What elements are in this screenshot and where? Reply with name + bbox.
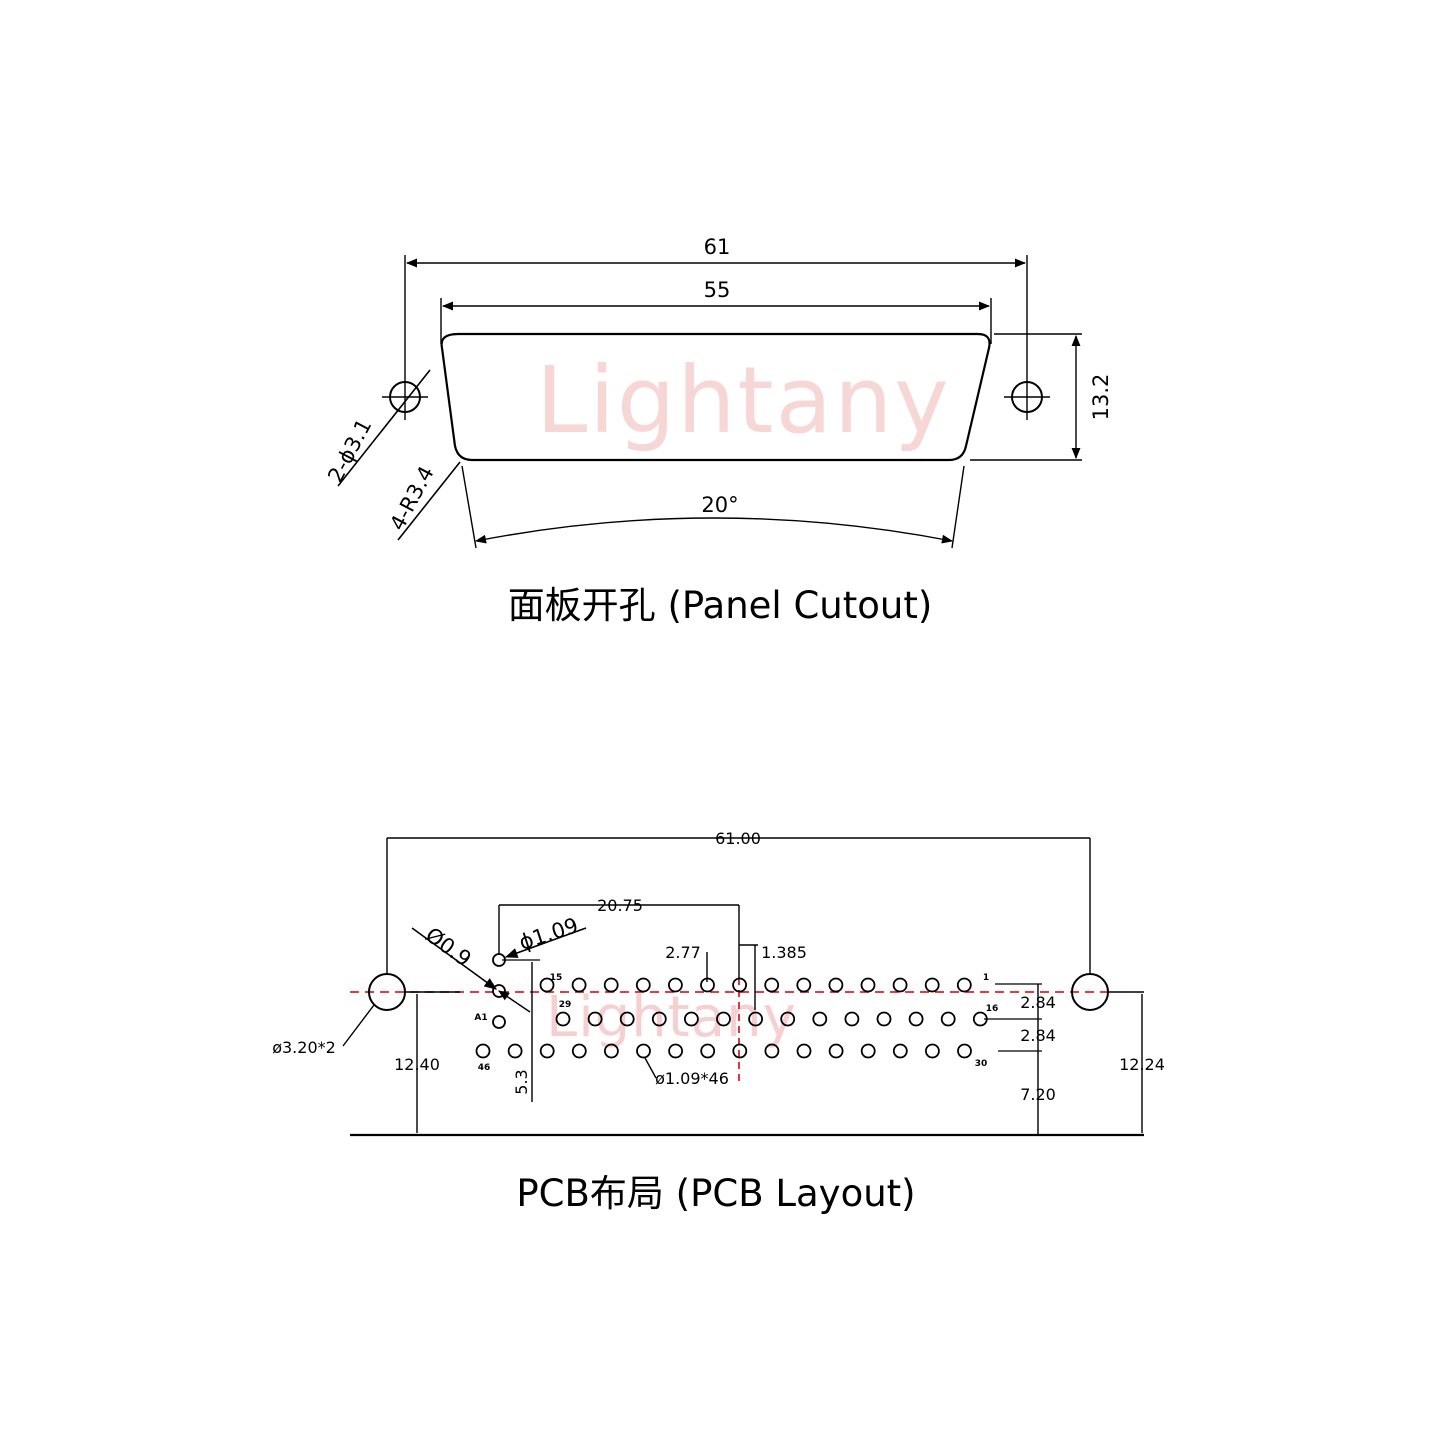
pin-hole-callout: ø1.09*46 [644,1057,729,1088]
pin-row-bottom-hole [796,1043,812,1059]
watermark-top: Lightany [536,347,951,454]
hole-1-09-callout: ϕ1.09 [504,913,587,958]
pin-row-top-hole [924,977,940,993]
dimension-20-75: 20.75 [498,896,740,978]
hole-0-9-label: Ø0.9 [421,923,476,972]
dimension-5-3: 5.3 [502,959,540,1102]
pin-row-middle-hole [908,1011,924,1027]
dimension-61: 61 [404,235,1028,374]
pin-row-middle-hole [844,1011,860,1027]
pin-row-top-hole [956,977,972,993]
dim-12-24-label: 12.24 [1119,1055,1165,1074]
pin-row-middle-hole [876,1011,892,1027]
pin-row-middle-hole [748,1011,763,1027]
dimension-12-40: 12.40 [394,991,460,1133]
dimension-61-00: 61.00 [386,829,1091,974]
pin-row-top-hole [892,977,908,993]
pin-label-15: 15 [550,973,563,983]
dim-61-00-label: 61.00 [715,829,761,848]
pin-row-bottom-hole [732,1043,748,1059]
dimension-angle-20: 20° [461,465,965,549]
pin-label-a1: A1 [474,1013,487,1023]
dimension-13-2: 13.2 [970,333,1113,461]
pin-row-bottom-hole [475,1043,491,1059]
pin-row-bottom-hole [892,1043,908,1059]
dim-12-40-label: 12.40 [394,1055,440,1074]
pin-row-middle-hole [684,1011,699,1027]
pin-label-29: 29 [559,1000,572,1010]
dim-13-2-label: 13.2 [1089,374,1113,421]
dimension-pitch: 2.77 1.385 [665,943,807,1010]
pin-row-middle-hole [651,1011,667,1027]
dim-2-84-a-label: 2.84 [1020,993,1056,1012]
dim-1-385-label: 1.385 [761,943,807,962]
panel-cutout-view: Lightany 61 55 [323,235,1113,627]
pin-row-top-hole [603,977,619,993]
pin-row-top-hole [571,977,587,993]
pin-hole-callout-label: ø1.09*46 [655,1069,729,1088]
pin-label-16: 16 [986,1004,999,1014]
panel-cutout-caption: 面板开孔 (Panel Cutout) [508,584,933,627]
pin-row-top-hole [860,977,876,993]
mounting-hole-left [382,374,428,420]
dim-20-75-label: 20.75 [597,896,643,915]
pin-row-top-hole [764,977,780,993]
pin-row-middle-hole [812,1011,828,1027]
pin-row-top-hole [635,977,651,993]
pcb-layout-caption: PCB布局 (PCB Layout) [516,1172,915,1215]
pcb-layout-view: Lightany 61.00 20.75 [272,829,1165,1215]
hole-0-9-callout: Ø0.9 [411,923,531,1013]
pin-row-bottom-hole [507,1043,523,1059]
dim-61-label: 61 [704,235,731,259]
pin-row-middle-hole [555,1011,571,1027]
pin-row-top-hole [732,977,747,993]
dim-2-77-label: 2.77 [665,943,701,962]
pin-row-top-hole [539,977,555,993]
dim-55-label: 55 [704,278,731,302]
dim-5-3-label: 5.3 [512,1069,531,1094]
hole-callout-label: 2-ϕ3.1 [323,415,376,486]
dim-7-20-label: 7.20 [1020,1085,1056,1104]
pin-row-middle-hole [940,1011,956,1027]
dim-angle-label: 20° [701,493,738,517]
mount-hole-callout-label: ø3.20*2 [272,1038,336,1057]
pin-row-middle-hole [587,1011,603,1027]
d-sub-opening [440,332,991,462]
pin-a1 [492,1015,506,1029]
pin-row-bottom-hole [925,1043,940,1059]
pin-row-bottom-hole [636,1043,651,1059]
mounting-hole-right [1004,374,1050,420]
mount-hole-callout: ø3.20*2 [272,1004,375,1057]
pin-row-bottom-hole [604,1043,619,1059]
pin-label-46: 46 [478,1063,491,1073]
pin-row-bottom-hole [668,1043,683,1059]
pin-row-bottom-hole [764,1043,780,1059]
pin-row-top-hole [668,977,683,993]
pin-row-middle-hole [780,1011,796,1027]
pin-row-bottom-hole [539,1043,555,1059]
pin-row-bottom-hole [860,1043,876,1059]
pin-row-bottom-hole [828,1043,844,1059]
dimension-row-spacing: 2.84 2.84 7.20 [984,983,1056,1135]
pin-row-bottom-hole [957,1043,972,1059]
dimension-55: 55 [440,278,992,344]
pin-label-30: 30 [975,1059,988,1069]
hole-1-09-label: ϕ1.09 [516,913,581,955]
dim-2-84-b-label: 2.84 [1020,1026,1056,1045]
pin-label-1: 1 [983,973,989,983]
pin-row-bottom-hole [700,1043,716,1059]
pin-row-middle-hole [716,1011,731,1027]
pin-row-bottom-hole [571,1043,587,1059]
pin-row-top-hole [796,977,812,993]
watermark-bottom: Lightany [546,985,797,1050]
pin-row-middle-hole [619,1011,635,1027]
radius-callout: 4-R3.4 [385,461,461,541]
pin-row-top-hole [828,977,844,993]
dimension-12-24: 12.24 [1108,991,1165,1133]
